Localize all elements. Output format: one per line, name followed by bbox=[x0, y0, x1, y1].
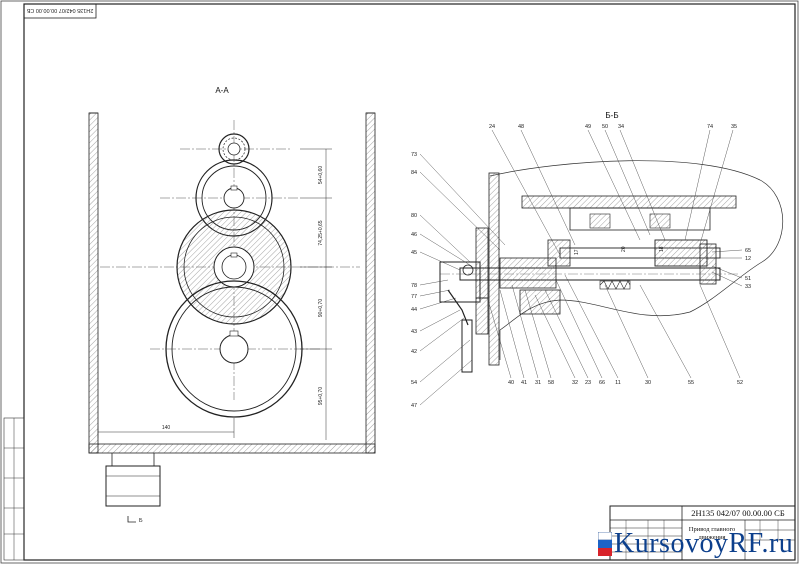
label-31: 31 bbox=[535, 380, 541, 386]
bb-small-labels: 17 20 18 bbox=[574, 246, 665, 255]
section-bb-title: Б-Б bbox=[605, 111, 618, 120]
label-54: 54 bbox=[411, 380, 417, 386]
label-12: 12 bbox=[745, 256, 751, 262]
label-17: 17 bbox=[574, 249, 580, 255]
bb-spring bbox=[599, 280, 631, 290]
label-80: 80 bbox=[411, 213, 417, 219]
aa-dimensions bbox=[97, 148, 332, 440]
dim-label-width: 140 bbox=[162, 425, 171, 431]
label-84: 84 bbox=[411, 170, 417, 176]
label-42: 42 bbox=[411, 349, 417, 355]
label-78: 78 bbox=[411, 283, 417, 289]
label-51: 51 bbox=[745, 276, 751, 282]
title-block-name-1: Привод главного bbox=[689, 526, 735, 533]
view-marker: Б bbox=[127, 516, 143, 524]
dim-label-3: 90+0,70 bbox=[318, 299, 324, 317]
label-45: 45 bbox=[411, 250, 417, 256]
label-74: 74 bbox=[707, 124, 713, 130]
dim-label-2: 74,25+0,65 bbox=[318, 220, 324, 245]
gear-3 bbox=[165, 280, 303, 418]
section-aa-title: А-А bbox=[215, 86, 229, 95]
label-40: 40 bbox=[508, 380, 514, 386]
label-49: 49 bbox=[585, 124, 591, 130]
bb-left-wall bbox=[488, 172, 500, 366]
dim-label-1: 54+0,60 bbox=[318, 166, 324, 184]
label-11: 11 bbox=[615, 380, 621, 386]
bb-lever-assembly bbox=[439, 227, 489, 373]
left-margin-strip bbox=[3, 417, 25, 561]
label-20: 20 bbox=[621, 246, 627, 252]
dim-label-4: 95+0,70 bbox=[318, 387, 324, 405]
bb-right-labels: 65 12 51 33 bbox=[745, 248, 751, 290]
gearbox-housing bbox=[88, 112, 376, 454]
label-46: 46 bbox=[411, 232, 417, 238]
bb-top-labels: 24 48 49 50 34 74 35 bbox=[489, 124, 737, 130]
label-30: 30 bbox=[645, 380, 651, 386]
label-33: 33 bbox=[745, 284, 751, 290]
label-41: 41 bbox=[521, 380, 527, 386]
bb-left-labels: 73 84 80 46 45 78 77 44 43 42 54 47 bbox=[411, 152, 417, 409]
sheet-inner-frame bbox=[23, 3, 796, 561]
label-77: 77 bbox=[411, 294, 417, 300]
svg-text:Б: Б bbox=[139, 518, 143, 524]
label-23: 23 bbox=[585, 380, 591, 386]
label-34: 34 bbox=[618, 124, 624, 130]
top-bearing bbox=[218, 133, 250, 165]
label-52: 52 bbox=[737, 380, 743, 386]
bb-top-bracket bbox=[521, 195, 737, 231]
label-65: 65 bbox=[745, 248, 751, 254]
flag-icon bbox=[598, 532, 612, 556]
label-50: 50 bbox=[602, 124, 608, 130]
title-block: 2Н135 042/07 00.00.00 СБ Привод главного… bbox=[609, 505, 796, 561]
label-35: 35 bbox=[731, 124, 737, 130]
label-73: 73 bbox=[411, 152, 417, 158]
label-24: 24 bbox=[489, 124, 495, 130]
bb-main-shaft bbox=[440, 239, 740, 315]
label-32: 32 bbox=[572, 380, 578, 386]
top-stamp-box: 2Н135 042/07 00.00.00 СБ bbox=[23, 3, 97, 19]
bb-leader-lines bbox=[419, 129, 743, 406]
label-18: 18 bbox=[659, 246, 665, 252]
label-47: 47 bbox=[411, 403, 417, 409]
watermark-text: KursovoyRF.ru bbox=[614, 528, 794, 559]
kursovoyrf-logo: KursovoyRF.ru bbox=[598, 526, 798, 562]
label-58: 58 bbox=[548, 380, 554, 386]
top-stamp-text: 2Н135 042/07 00.00.00 СБ bbox=[26, 7, 93, 13]
label-44: 44 bbox=[411, 307, 417, 313]
title-block-name-2: движения bbox=[698, 534, 725, 541]
label-66: 66 bbox=[599, 380, 605, 386]
label-43: 43 bbox=[411, 329, 417, 335]
motor-stub bbox=[105, 453, 161, 507]
title-block-doc-number: 2Н135 042/07 00.00.00 СБ bbox=[691, 508, 785, 518]
label-48: 48 bbox=[518, 124, 524, 130]
bb-bottom-labels: 40 41 31 58 32 23 66 11 30 55 52 bbox=[508, 380, 743, 386]
gear-2 bbox=[176, 209, 292, 325]
label-55: 55 bbox=[688, 380, 694, 386]
